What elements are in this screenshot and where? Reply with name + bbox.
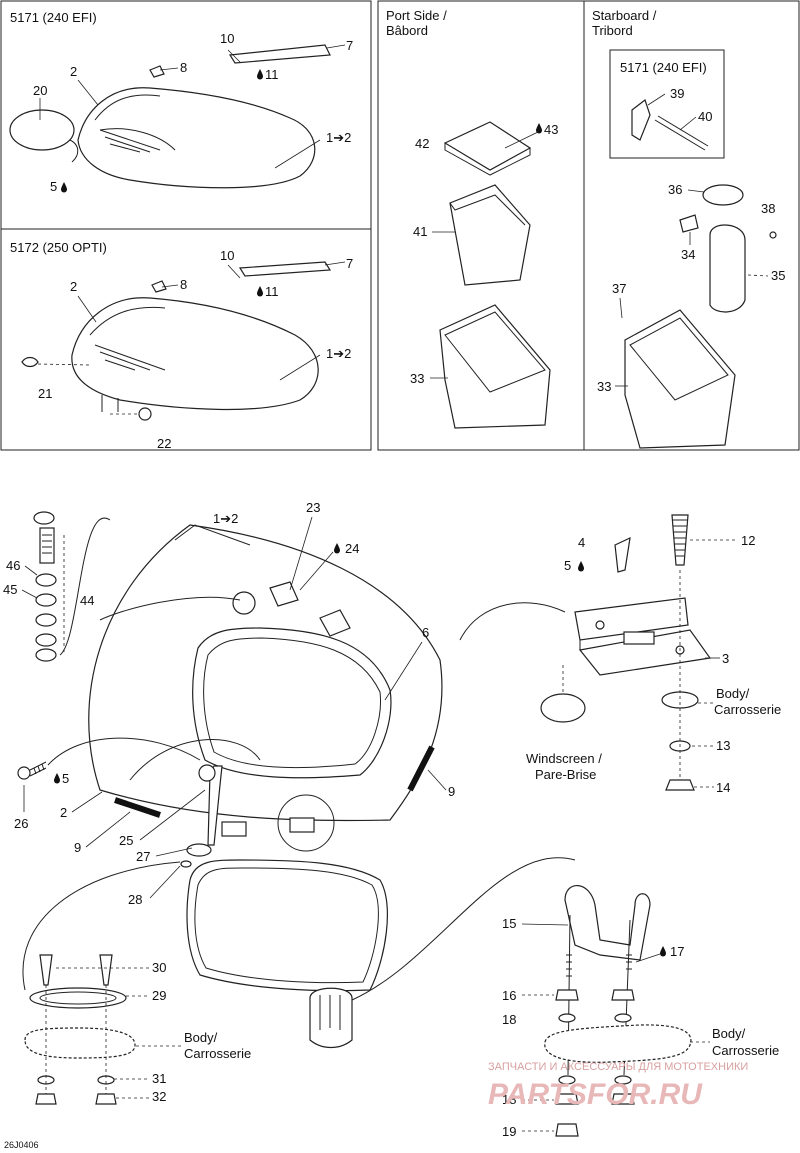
callout-24: 24 — [345, 541, 359, 556]
callout-13: 13 — [716, 738, 730, 753]
callout-7b: 7 — [346, 256, 353, 271]
frame-storage-bins — [377, 0, 800, 451]
callout-33b: 33 — [597, 379, 611, 394]
callout-5a: 5 — [50, 179, 57, 194]
note-body3: Body/ — [712, 1026, 746, 1041]
callout-1-2c: 1➔2 — [213, 511, 238, 526]
callout-43: 43 — [544, 122, 558, 137]
header-starboard-fr: Tribord — [592, 23, 633, 38]
callout-10b: 10 — [220, 248, 234, 263]
callout-2b: 2 — [70, 279, 77, 294]
callout-28: 28 — [128, 892, 142, 907]
callout-2a: 2 — [70, 64, 77, 79]
callout-33a: 33 — [410, 371, 424, 386]
callout-37: 37 — [612, 281, 626, 296]
callout-29: 29 — [152, 988, 166, 1003]
callout-10a: 10 — [220, 31, 234, 46]
callout-5b: 5 — [564, 558, 571, 573]
callout-8a: 8 — [180, 60, 187, 75]
callout-16: 16 — [502, 988, 516, 1003]
callout-25: 25 — [119, 833, 133, 848]
frame-5171-inner — [609, 49, 725, 159]
callout-1-2b: 1➔2 — [326, 346, 351, 361]
callout-9b: 9 — [448, 784, 455, 799]
callout-21: 21 — [38, 386, 52, 401]
callout-14: 14 — [716, 780, 730, 795]
callout-41: 41 — [413, 224, 427, 239]
callout-42: 42 — [415, 136, 429, 151]
note-windscreen-fr: Pare-Brise — [535, 767, 596, 782]
callout-34: 34 — [681, 247, 695, 262]
callout-44: 44 — [80, 593, 94, 608]
callout-38: 38 — [761, 201, 775, 216]
callout-5c: 5 — [62, 771, 69, 786]
callout-40: 40 — [698, 109, 712, 124]
callout-23: 23 — [306, 500, 320, 515]
header-starboard: Starboard / — [592, 8, 657, 23]
callout-39: 39 — [670, 86, 684, 101]
note-body2: Body/ — [184, 1030, 218, 1045]
note-body2-fr: Carrosserie — [184, 1046, 251, 1061]
callout-19: 19 — [502, 1124, 516, 1139]
note-body1-fr: Carrosserie — [714, 702, 781, 717]
callout-2c: 2 — [60, 805, 67, 820]
note-windscreen: Windscreen / — [526, 751, 602, 766]
base-plate-drawing — [22, 857, 576, 1105]
cover-5172-drawing — [21, 261, 332, 421]
screw-26-drawing — [17, 737, 201, 780]
callout-35: 35 — [771, 268, 785, 283]
hatch-drawing — [88, 524, 443, 992]
callout-9a: 9 — [74, 840, 81, 855]
callout-11b: 11 — [265, 284, 279, 299]
hinge-bracket-drawing — [459, 514, 712, 791]
port-bin-drawing — [439, 121, 551, 429]
frame-engine-cover — [0, 0, 372, 451]
watermark-tagline: ЗАПЧАСТИ И АКСЕССУАРЫ ДЛЯ МОТОТЕХНИКИ — [488, 1061, 748, 1073]
callout-36: 36 — [668, 182, 682, 197]
callout-31: 31 — [152, 1071, 166, 1086]
note-body1: Body/ — [716, 686, 750, 701]
u-bolt-drawing — [544, 885, 692, 1137]
callout-22: 22 — [157, 436, 171, 451]
callout-18a: 18 — [502, 1012, 516, 1027]
cover-5171-drawing — [9, 44, 331, 189]
callout-17: 17 — [670, 944, 684, 959]
callout-32: 32 — [152, 1089, 166, 1104]
callout-7a: 7 — [346, 38, 353, 53]
callout-3: 3 — [722, 651, 729, 666]
header-5171-top: 5171 (240 EFI) — [10, 10, 97, 25]
latch-drawing — [33, 511, 111, 662]
callout-6: 6 — [422, 625, 429, 640]
callout-4: 4 — [578, 535, 585, 550]
callout-46: 46 — [6, 558, 20, 573]
callout-20: 20 — [33, 83, 47, 98]
callout-1-2a: 1➔2 — [326, 130, 351, 145]
callout-45: 45 — [3, 582, 17, 597]
note-body3-fr: Carrosserie — [712, 1043, 779, 1058]
header-5172: 5172 (250 OPTI) — [10, 240, 107, 255]
callout-15: 15 — [502, 916, 516, 931]
diagram-code: 26J0406 — [4, 1140, 39, 1150]
starboard-bin-drawing — [624, 99, 777, 449]
callout-27: 27 — [136, 849, 150, 864]
header-5171-inner: 5171 (240 EFI) — [620, 60, 707, 75]
callout-12: 12 — [741, 533, 755, 548]
callout-11a: 11 — [265, 67, 279, 82]
callout-8b: 8 — [180, 277, 187, 292]
watermark-logo: PARTSFOR.RU — [488, 1078, 703, 1111]
header-port-side-fr: Bâbord — [386, 23, 428, 38]
callout-30: 30 — [152, 960, 166, 975]
header-port-side: Port Side / — [386, 8, 447, 23]
callout-26: 26 — [14, 816, 28, 831]
callout-18b: 18 — [502, 1092, 516, 1107]
